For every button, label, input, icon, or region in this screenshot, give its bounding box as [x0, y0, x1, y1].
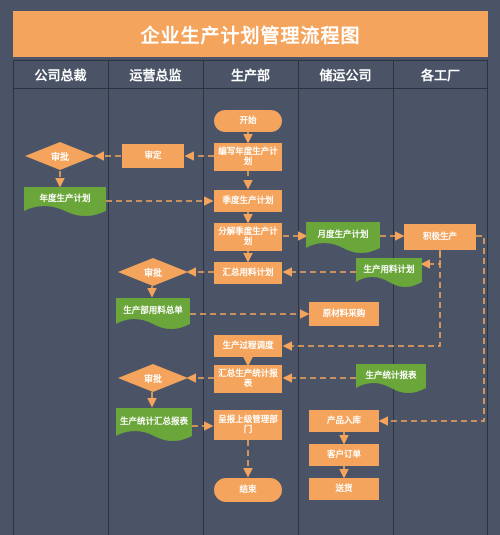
submit-management-box[interactable]: 呈报上级管理部门	[214, 410, 282, 440]
monthly-plan-label: 月度生产计划	[317, 229, 369, 240]
warehousing-box[interactable]: 产品入库	[309, 410, 379, 432]
monthly-plan-doc[interactable]: 月度生产计划	[306, 222, 380, 254]
header-top-line	[13, 60, 488, 61]
raw-material-purchase-box[interactable]: 原材料采购	[309, 302, 379, 326]
column-header-president: 公司总裁	[34, 68, 87, 84]
lane-divider	[203, 60, 204, 535]
dept-material-summary-doc[interactable]: 生产部用料总单	[116, 298, 190, 330]
header-bottom-line	[13, 88, 488, 89]
annual-plan-doc[interactable]: 年度生产计划	[24, 187, 106, 217]
arrow-organize-to-material	[420, 250, 441, 269]
approve-diamond-2[interactable]: 审批	[118, 258, 188, 286]
review-box[interactable]: 审定	[122, 144, 184, 168]
approve-label: 审批	[50, 152, 69, 163]
lane-divider	[108, 60, 109, 535]
approve-diamond-1[interactable]: 审批	[25, 142, 95, 170]
column-header-production: 生产部	[230, 68, 270, 84]
approve-label: 审批	[143, 374, 162, 385]
approve-diamond-3[interactable]: 审批	[118, 364, 188, 392]
material-plan-label: 生产用料计划	[363, 264, 415, 275]
lane-divider	[298, 60, 299, 535]
shipping-box[interactable]: 送货	[309, 478, 379, 500]
summarize-stat-report-box[interactable]: 汇总生产统计报表	[214, 365, 282, 393]
column-header-factories: 各工厂	[420, 68, 460, 84]
stat-report-doc[interactable]: 生产统计报表	[356, 364, 426, 394]
annual-plan-label: 年度生产计划	[39, 193, 91, 204]
column-header-operations: 运营总监	[129, 68, 182, 84]
organize-production-box[interactable]: 积极生产	[404, 224, 476, 250]
quarterly-plan-box[interactable]: 季度生产计划	[214, 190, 282, 212]
summarize-materials-box[interactable]: 汇总用料计划	[214, 262, 282, 284]
start-node[interactable]: 开始	[214, 110, 282, 132]
stat-summary-report-doc[interactable]: 生产统计汇总报表	[116, 408, 192, 442]
dept-material-summary-label: 生产部用料总单	[123, 305, 183, 316]
lane-divider	[393, 60, 394, 535]
stat-summary-report-label: 生产统计汇总报表	[119, 416, 188, 427]
approve-label: 审批	[143, 268, 162, 279]
lane-divider	[13, 60, 14, 535]
material-plan-doc[interactable]: 生产用料计划	[356, 258, 422, 288]
stat-report-label: 生产统计报表	[365, 370, 417, 381]
lane-divider	[487, 60, 488, 535]
column-header-logistics: 储运公司	[319, 68, 372, 84]
page-title: 企业生产计划管理流程图	[13, 11, 488, 57]
process-scheduling-box[interactable]: 生产过程调度	[214, 335, 282, 357]
compile-annual-plan-box[interactable]: 编写年度生产计划	[214, 143, 282, 171]
customer-order-box[interactable]: 客户订单	[309, 444, 379, 466]
end-node[interactable]: 结束	[214, 478, 282, 502]
split-quarterly-plan-box[interactable]: 分解季度生产计划	[214, 223, 282, 251]
